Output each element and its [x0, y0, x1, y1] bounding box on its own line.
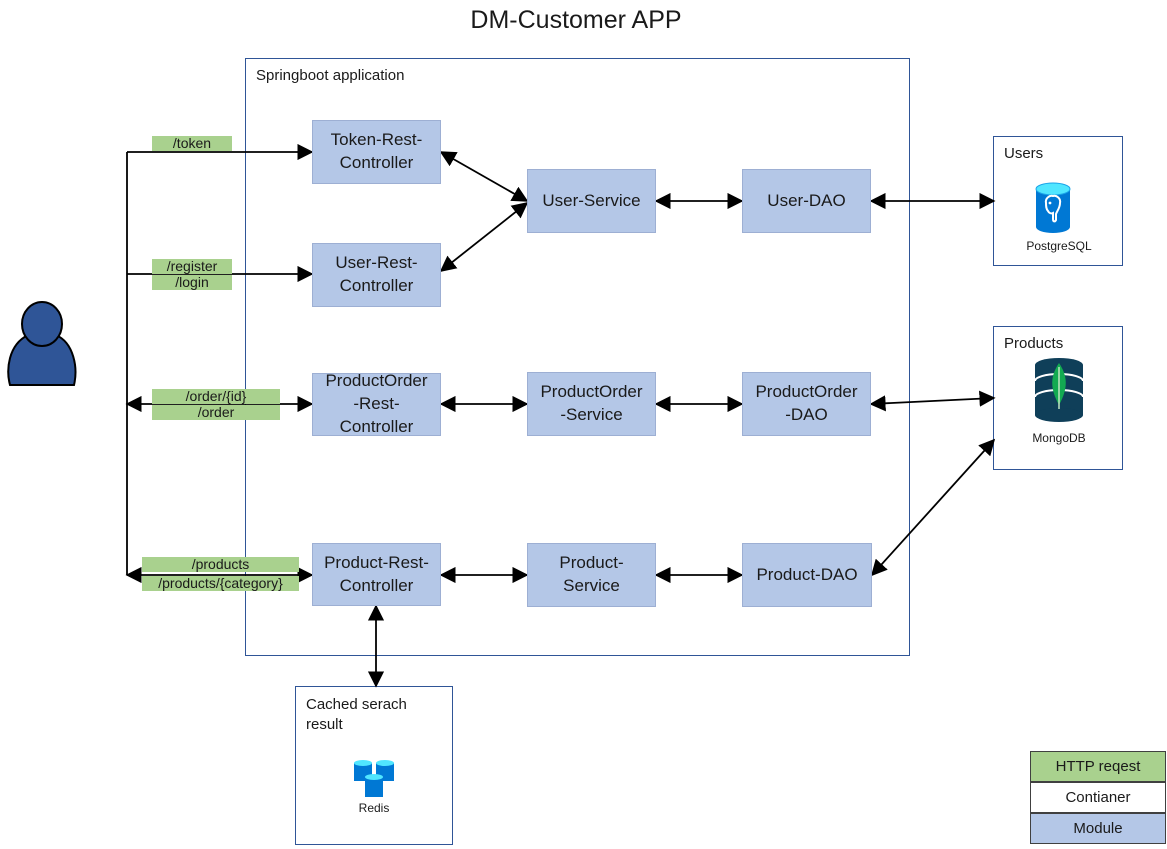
redis-icon — [354, 760, 394, 797]
product-dao-mongo-arrow — [870, 438, 996, 577]
legend-container: Contianer — [1030, 782, 1166, 813]
product-order-service-module: ProductOrder -Service — [527, 372, 656, 436]
product-order-dao-module: ProductOrder -DAO — [742, 372, 871, 436]
product-dao-module: Product-DAO — [742, 543, 872, 607]
users-container: Users PostgreSQL — [993, 136, 1123, 266]
products-container-label: Products — [1004, 335, 1064, 352]
user-dao-module: User-DAO — [742, 169, 871, 233]
product-service-module: Product- Service — [527, 543, 656, 607]
products-container: Products MongoDB — [993, 326, 1123, 470]
product-rest-controller-module: Product-Rest- Controller — [312, 543, 441, 606]
products-request-label: /products — [142, 557, 299, 572]
postgresql-icon — [1035, 182, 1071, 233]
springboot-container-label: Springboot application — [256, 67, 405, 84]
mongodb-label: MongoDB — [1032, 431, 1086, 445]
cache-container-label: Cached serach result — [306, 696, 407, 733]
login-request-label: /login — [152, 275, 232, 290]
user-icon — [7, 301, 77, 386]
legend: HTTP reqest Contianer Module — [1030, 751, 1166, 845]
redis-label: Redis — [358, 801, 390, 815]
user-controller-service-arrow — [439, 201, 529, 273]
user-service-module: User-Service — [527, 169, 656, 233]
token-request-label: /token — [152, 136, 232, 151]
legend-module: Module — [1030, 813, 1166, 844]
token-rest-controller-module: Token-Rest- Controller — [312, 120, 441, 184]
order-request-label: /order — [152, 405, 280, 420]
postgresql-label: PostgreSQL — [1026, 239, 1092, 253]
order-id-request-label: /order/{id} — [152, 389, 280, 404]
mongodb-icon — [1034, 358, 1084, 422]
users-container-label: Users — [1004, 145, 1044, 162]
register-request-label: /register — [152, 259, 232, 274]
product-order-rest-controller-module: ProductOrder -Rest- Controller — [312, 371, 441, 436]
cache-container: Cached serach result Redis — [295, 686, 453, 845]
order-dao-mongo-arrow — [869, 390, 996, 412]
legend-http-request: HTTP reqest — [1030, 751, 1166, 782]
products-category-request-label: /products/{category} — [142, 576, 299, 591]
diagram-title: DM-Customer APP — [470, 6, 682, 34]
user-rest-controller-module: User-Rest- Controller — [312, 243, 441, 307]
token-controller-service-arrow — [439, 151, 529, 202]
